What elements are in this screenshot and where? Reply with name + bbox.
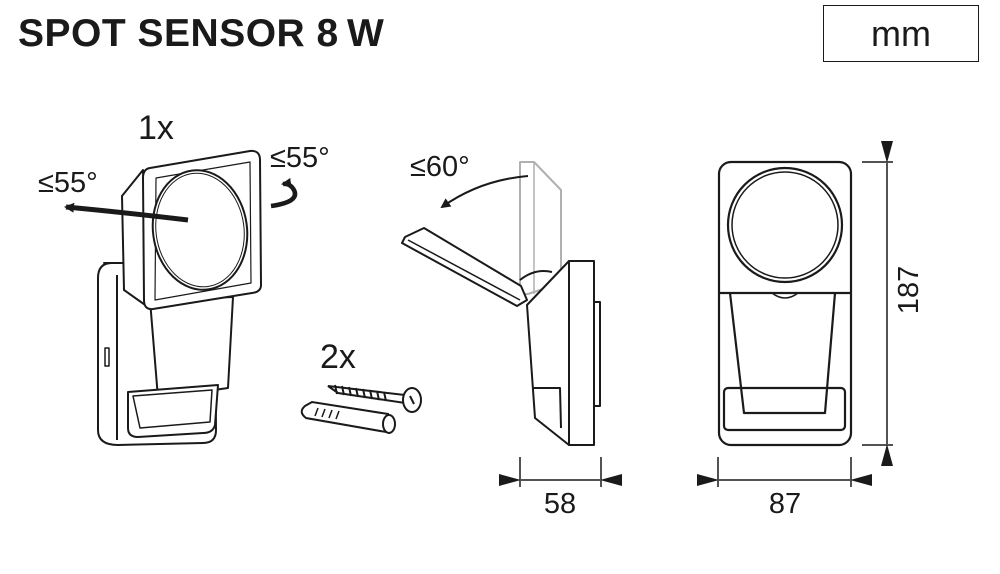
height-label: 187 <box>893 266 925 314</box>
product-title: SPOT SENSOR 8 W <box>18 12 385 55</box>
pan-arrow <box>64 202 189 223</box>
height-dimension <box>862 161 893 446</box>
tilt-arrow <box>440 175 529 209</box>
quantity-2x: 2x <box>320 338 356 376</box>
depth-dimension <box>519 457 602 487</box>
front-view <box>697 141 893 487</box>
screw <box>327 385 406 405</box>
tilt-angle-label: ≤60° <box>410 151 470 183</box>
width-label: 87 <box>769 488 801 520</box>
rotate-angle-label: ≤55° <box>270 142 330 174</box>
screw-and-plug <box>300 384 422 434</box>
ghost-panel <box>519 161 562 295</box>
wall-plug <box>300 400 390 434</box>
sensor-body <box>728 292 837 415</box>
sensor-body <box>149 296 234 399</box>
sensor-window <box>127 384 219 438</box>
sensor-window <box>722 386 847 432</box>
pan-angle-label: ≤55° <box>38 167 98 199</box>
housing <box>717 160 853 447</box>
lens <box>151 169 249 291</box>
perspective-view <box>64 149 298 446</box>
depth-label: 58 <box>544 488 576 520</box>
width-dimension <box>717 457 852 487</box>
lens <box>726 166 844 284</box>
rotate-arrow <box>270 177 298 209</box>
unit-label: mm <box>823 5 979 62</box>
quantity-1x: 1x <box>138 109 174 147</box>
side-view <box>401 161 622 487</box>
